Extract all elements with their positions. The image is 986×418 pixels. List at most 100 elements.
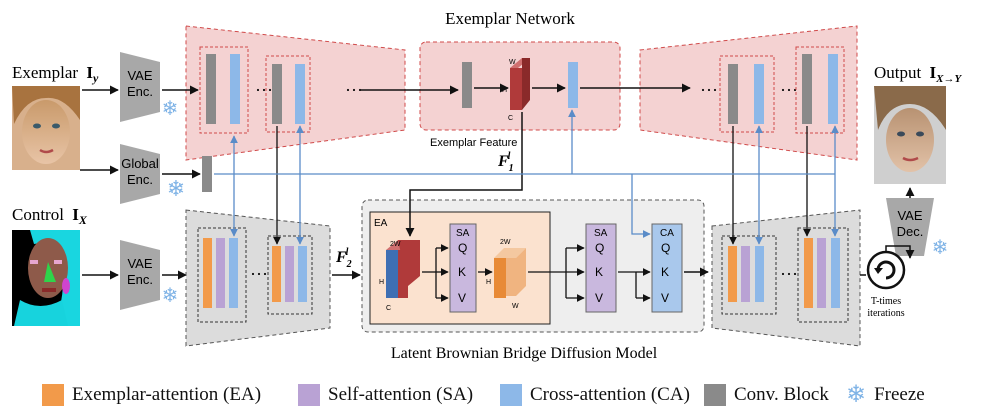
legend-item-sa: Self-attention (SA) [298,384,473,406]
svg-text:Control IX: Control IX [12,205,88,227]
conv-block [728,64,738,124]
dim-c: C [508,115,513,122]
legend-swatch [42,384,64,406]
encoder-group-box [199,46,249,134]
legend-swatch [298,384,320,406]
cross-attention-block [754,64,764,124]
ellipsis: ··· [250,264,268,284]
lbbdm-title: Latent Brownian Bridge Diffusion Model [391,345,658,362]
exemplar-input: Exemplar Iy [12,63,99,170]
dim-w: W [512,303,519,310]
vae-enc-label: Enc. [127,84,153,99]
ellipsis: ··· [780,264,798,284]
svg-text:F2l: F2l [335,247,352,270]
ellipsis: ··· [345,80,363,100]
exemplar-feature-label: Exemplar Feature [430,137,517,149]
vae-enc-label: VAE [127,256,152,271]
lbbdm-decoder: ··· [711,209,861,347]
vae-encoder-control: VAE Enc. ❄ [120,240,178,310]
conv-block [272,64,282,124]
ca-label: CA [660,228,674,239]
lbbdm-encoder: ··· [185,209,331,347]
legend-item-ca: Cross-attention (CA) [500,384,690,406]
output-sub: X→Y [935,73,962,85]
output-label: Output [874,63,922,82]
ea-label: EA [374,218,388,229]
vae-decoder: VAE Dec. ❄ [886,198,948,259]
exemplar-network: Exemplar Network ··· ··· W H C ··· ··· [185,9,858,161]
svg-text:Output IX→Y: Output IX→Y [874,63,962,85]
dim-2w: 2W [390,241,401,248]
sa-block [817,238,826,308]
control-input-sub: X [78,213,88,227]
k-label: K [595,265,603,279]
ea-sa-box [449,223,477,313]
legend-label: Exemplar-attention (EA) [72,384,262,405]
svg-text:F1l: F1l [497,151,514,174]
legend-item-conv: Conv. Block [704,384,829,406]
svg-text:Exemplar Iy: Exemplar Iy [12,63,99,85]
t-times-label: T-times [871,296,901,307]
exemplar-decoder-trapezoid [639,25,858,161]
vae-enc-label: Enc. [127,272,153,287]
ea-block [272,246,281,302]
ca-box [651,223,683,313]
dim-h: H [486,279,491,286]
conv-block [206,54,216,124]
f2-var: F [335,249,347,266]
global-enc-label: Global [121,156,159,171]
ca-block [831,238,840,308]
vae-enc-label: VAE [127,68,152,83]
ellipsis: ··· [255,80,273,100]
cross-attention-block [230,54,240,124]
dim-h: H [379,279,384,286]
sa-block [216,238,225,308]
legend-label: Cross-attention (CA) [530,384,690,405]
output: Output IX→Y [874,63,962,184]
snowflake-icon: ❄ [846,382,867,408]
v-label: V [595,291,603,305]
control-input-label: Control [12,205,64,224]
loop-icon [866,250,906,290]
snowflake-icon: ❄ [162,98,179,120]
t-times-label: iterations [867,308,904,319]
vae-dec-label: VAE [897,208,922,223]
encoder-group-box [265,55,311,133]
dim-2w: 2W [500,239,511,246]
exemplar-feature-side [522,58,530,110]
ellipsis: ··· [780,80,798,100]
dim-w: W [509,59,516,66]
ea-block [728,246,737,302]
sa-block [285,246,294,302]
legend-label: Freeze [874,384,925,405]
ellipsis: ··· [700,80,718,100]
ca-block [298,246,307,302]
exemplar-network-title: Exemplar Network [445,9,575,28]
conv-block [802,54,812,124]
exemplar-input-var: I [86,63,93,82]
snowflake-icon: ❄ [162,285,179,307]
k-label: K [661,265,669,279]
f1-var: F [497,153,509,170]
t-times-loop: T-times iterations [860,245,915,319]
f2-sub: 2 [346,259,352,270]
legend-label: Conv. Block [734,384,829,405]
legend-swatch [704,384,726,406]
sa-block [741,246,750,302]
exemplar-input-label: Exemplar [12,63,78,82]
sa-label: SA [594,228,608,239]
q-label: Q [458,241,467,255]
output-var: I [929,63,936,82]
f1-sub: 1 [509,163,514,174]
legend-label: Self-attention (SA) [328,384,474,405]
f1-sup: l [508,151,511,162]
decoder-group-box [719,55,775,133]
q-label: Q [595,241,604,255]
legend-item-freeze: ❄ Freeze [846,382,925,408]
lbbdm-detail: EA 2W H C SA Q K V 2W H W SA [361,199,709,333]
decoder-group-box [795,46,845,134]
cross-attention-block [828,54,838,124]
k-label: K [458,265,466,279]
snowflake-icon: ❄ [932,237,949,259]
